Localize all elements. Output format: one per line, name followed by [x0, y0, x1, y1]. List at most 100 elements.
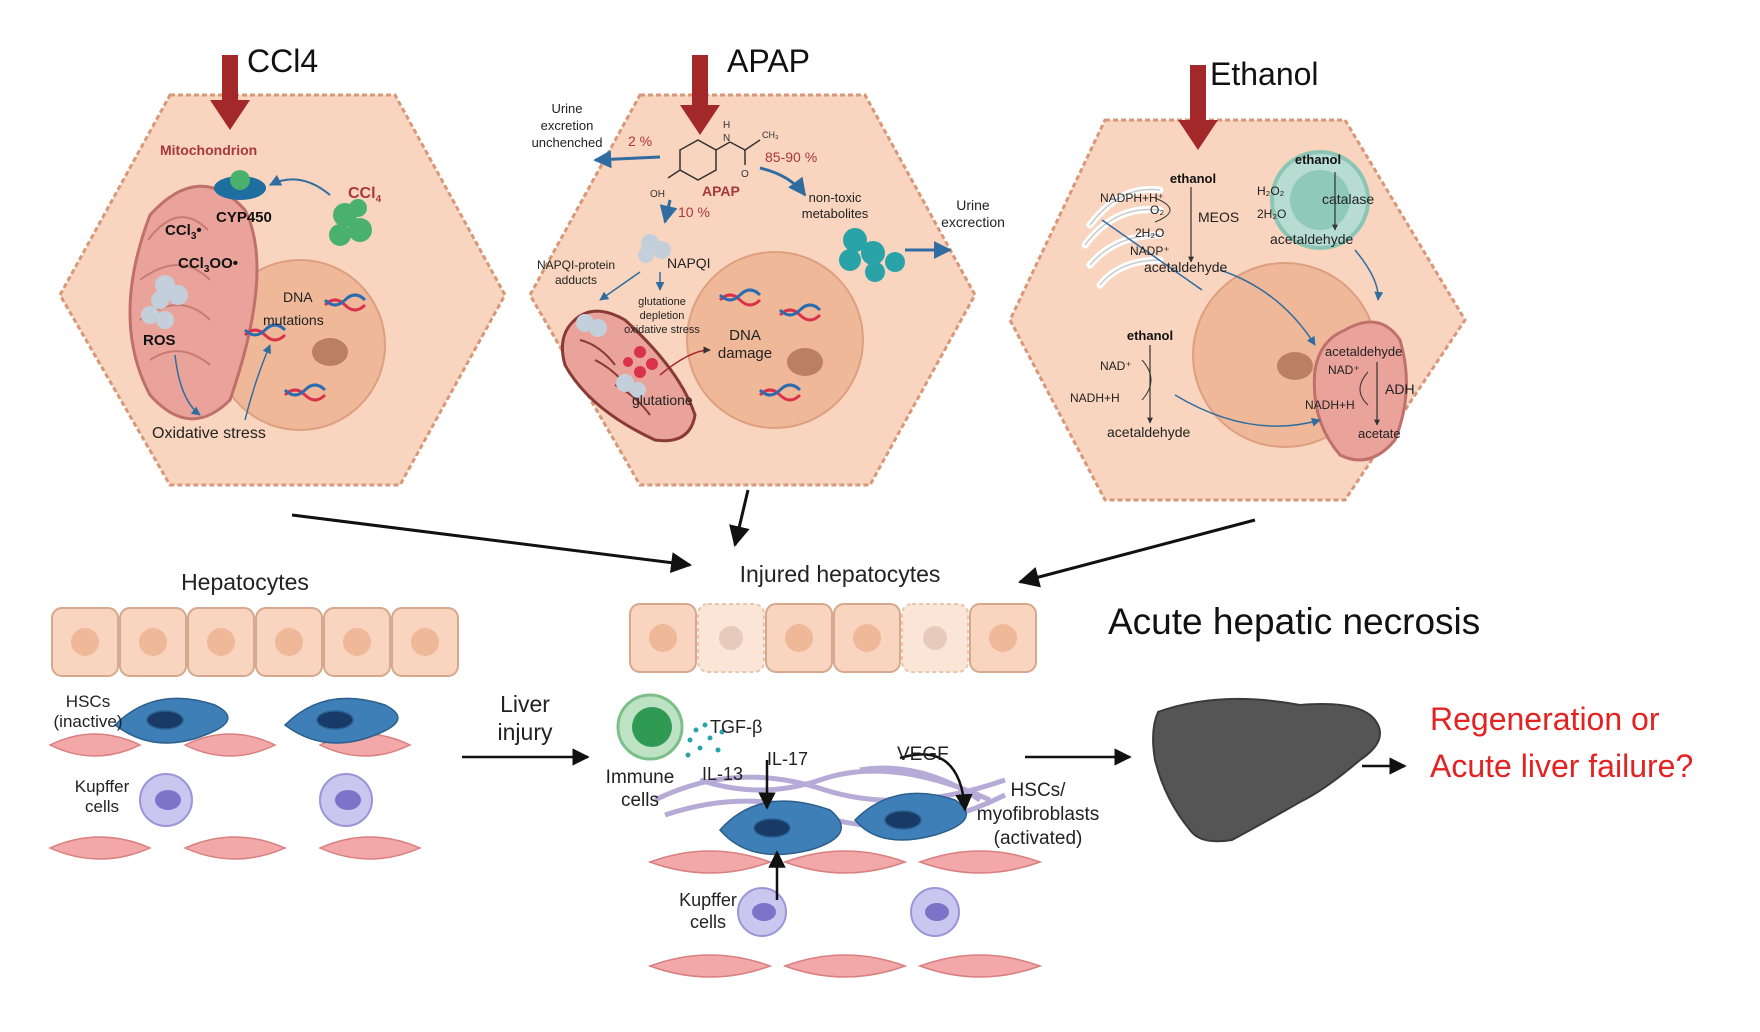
apap-nucleolus — [787, 348, 823, 376]
ccl4-title: CCl4 — [247, 43, 318, 79]
il13-label: IL-13 — [702, 764, 743, 784]
nad-label: NAD⁺ — [1100, 359, 1132, 373]
kupffer-right-icon — [737, 887, 960, 937]
immune-cells-line1: Immune — [606, 767, 675, 788]
nadp-label: NADP⁺ — [1130, 244, 1170, 258]
urine-unchanged-line2: excretion — [541, 118, 594, 133]
meos-acetaldehyde-label: acetaldehyde — [1144, 259, 1228, 275]
ccl4-panel: CCl4 Mitochondrion CCl4 CYP450 CCl3• CCl… — [58, 43, 507, 487]
ten-percent-arrow — [659, 199, 678, 224]
endothelial-row-left-bottom — [48, 836, 422, 860]
pct-85-label: 85-90 % — [765, 149, 817, 165]
meos-h2o-label: 2H₂O — [1135, 226, 1164, 240]
apap-dna-icon — [718, 288, 822, 402]
ccl4-molecule-label: CCl4 — [348, 185, 382, 205]
ros-label: ROS — [143, 332, 176, 349]
hscs-activated-line2: myofibroblasts — [977, 804, 1100, 825]
injured-hepatocyte-row — [629, 603, 1037, 673]
ccl4-to-injured-arrow — [291, 513, 693, 574]
hscs-activated-line1: HSCs/ — [1011, 780, 1067, 801]
o2-label: O₂ — [1150, 203, 1164, 217]
nontoxic-metabolite-icon — [839, 228, 905, 282]
hepatocyte-row-left — [51, 607, 459, 677]
napqi-label: NAPQI — [667, 255, 711, 271]
apap-oh-label: OH — [650, 189, 665, 200]
mito-nad-label: NAD⁺ — [1328, 363, 1360, 377]
glutathione-icon — [623, 346, 658, 378]
apap-panel: APAP Urine excretion unchenched 2 % 85-9… — [528, 43, 1005, 487]
meos-to-mito-arrow — [1219, 269, 1316, 346]
urine-unchanged-line3: unchenched — [532, 135, 603, 150]
liver-injury-line2: injury — [498, 719, 553, 745]
liver-icon — [1152, 697, 1381, 843]
cytosol-acetaldehyde-label: acetaldehyde — [1107, 424, 1191, 440]
hscs-inactive-line2: (inactive) — [54, 712, 123, 731]
dna-damage-line2: damage — [718, 345, 772, 362]
urine-excretion-line2: excrection — [941, 214, 1005, 230]
nontoxic-line1: non-toxic — [809, 190, 862, 205]
ethanol-title: Ethanol — [1210, 56, 1319, 92]
ccl4-nucleolus — [312, 338, 348, 366]
gsh-depletion-line1: glutatione — [638, 296, 686, 308]
meos-er-line — [1101, 219, 1203, 291]
injured-hepatocytes-label: Injured hepatocytes — [740, 561, 941, 587]
ccl3-label: CCl3• — [165, 222, 202, 242]
kupffer-left-icon — [139, 773, 373, 827]
kupffer-right-line2: cells — [690, 912, 726, 932]
kupffer-left-line1: Kupffer — [75, 777, 130, 796]
pct-2-label: 2 % — [628, 133, 652, 149]
mito-side-curve — [1359, 371, 1369, 406]
injured-tissue: Injured hepatocytes TGF-β Immune cells I… — [606, 561, 1100, 978]
ethanol-panel: Ethanol ethanol NADPH+H⁺ O₂ MEOS 2H₂O NA… — [1008, 56, 1467, 502]
mitochondrion-label: Mitochondrion — [160, 142, 257, 158]
hsc-inactive-icon — [113, 697, 399, 744]
outcome-line1: Regeneration or — [1430, 701, 1660, 737]
dna-strand-icon — [243, 293, 367, 402]
mutations-label: mutations — [263, 312, 324, 328]
nadph-label: NADPH+H⁺ — [1100, 191, 1164, 205]
dna-damage-line1: DNA — [729, 327, 761, 344]
meos-side-curve — [1154, 197, 1171, 223]
cyt-to-mito-arrow — [1174, 394, 1321, 427]
acute-necrosis-label: Acute hepatic necrosis — [1108, 601, 1480, 642]
vegf-label: VEGF — [897, 744, 949, 765]
ccl4-to-cyp-arrow — [268, 174, 331, 196]
nadh-label: NADH+H — [1070, 391, 1120, 405]
apap-molecule-label: APAP — [702, 183, 740, 199]
normal-tissue: Hepatocytes HSCs (inactive) Kupffer cell… — [48, 569, 459, 860]
endothelial-row-mid-top — [647, 850, 1043, 874]
apap-o-label: O — [741, 169, 749, 180]
adh-cyt-side-curve — [1141, 359, 1152, 401]
ccl4-input-arrow-shaft — [222, 55, 238, 105]
apap-structure-icon — [667, 139, 761, 181]
cytokine-dots-icon — [685, 722, 725, 758]
ros-to-stress-arrow — [174, 354, 201, 416]
endothelial-row-mid-bottom — [647, 954, 1043, 978]
gsh-depletion-line2: depletion — [640, 310, 685, 322]
glutatione-label: glutatione — [632, 392, 693, 408]
vegf-arrow — [899, 753, 973, 812]
gsh-dna-arrow — [659, 346, 711, 376]
hscs-activated-line3: (activated) — [994, 828, 1083, 849]
ethanol-cytosol-label: ethanol — [1127, 328, 1173, 343]
gsh-depletion-line3: oxidative stress — [624, 324, 700, 336]
apap-ch3-label: CH₃ — [762, 130, 779, 140]
ccl4-input-arrow-head — [210, 100, 250, 130]
dna-label: DNA — [283, 289, 313, 305]
endothelial-row-left-top — [48, 733, 412, 757]
ccl3oo-label: CCl3OO• — [178, 255, 238, 275]
hscs-inactive-line1: HSCs — [66, 692, 110, 711]
h2o2-label: H₂O₂ — [1257, 184, 1285, 198]
ccl4-molecule-icon — [329, 199, 372, 246]
apap-to-injured-arrow — [729, 489, 750, 548]
apap-h-label: H — [723, 120, 730, 131]
napqi-cloud-icon — [576, 234, 671, 398]
apap-nucleus — [686, 251, 864, 429]
liver-injury-line1: Liver — [500, 691, 550, 717]
cyp450-substrate-icon — [230, 170, 250, 190]
urine-unchanged-line1: Urine — [551, 101, 582, 116]
cyp450-label: CYP450 — [216, 209, 272, 226]
adducts-line1: NAPQI-protein — [537, 258, 615, 272]
catalase-h2o-label: 2H₂O — [1257, 207, 1286, 221]
